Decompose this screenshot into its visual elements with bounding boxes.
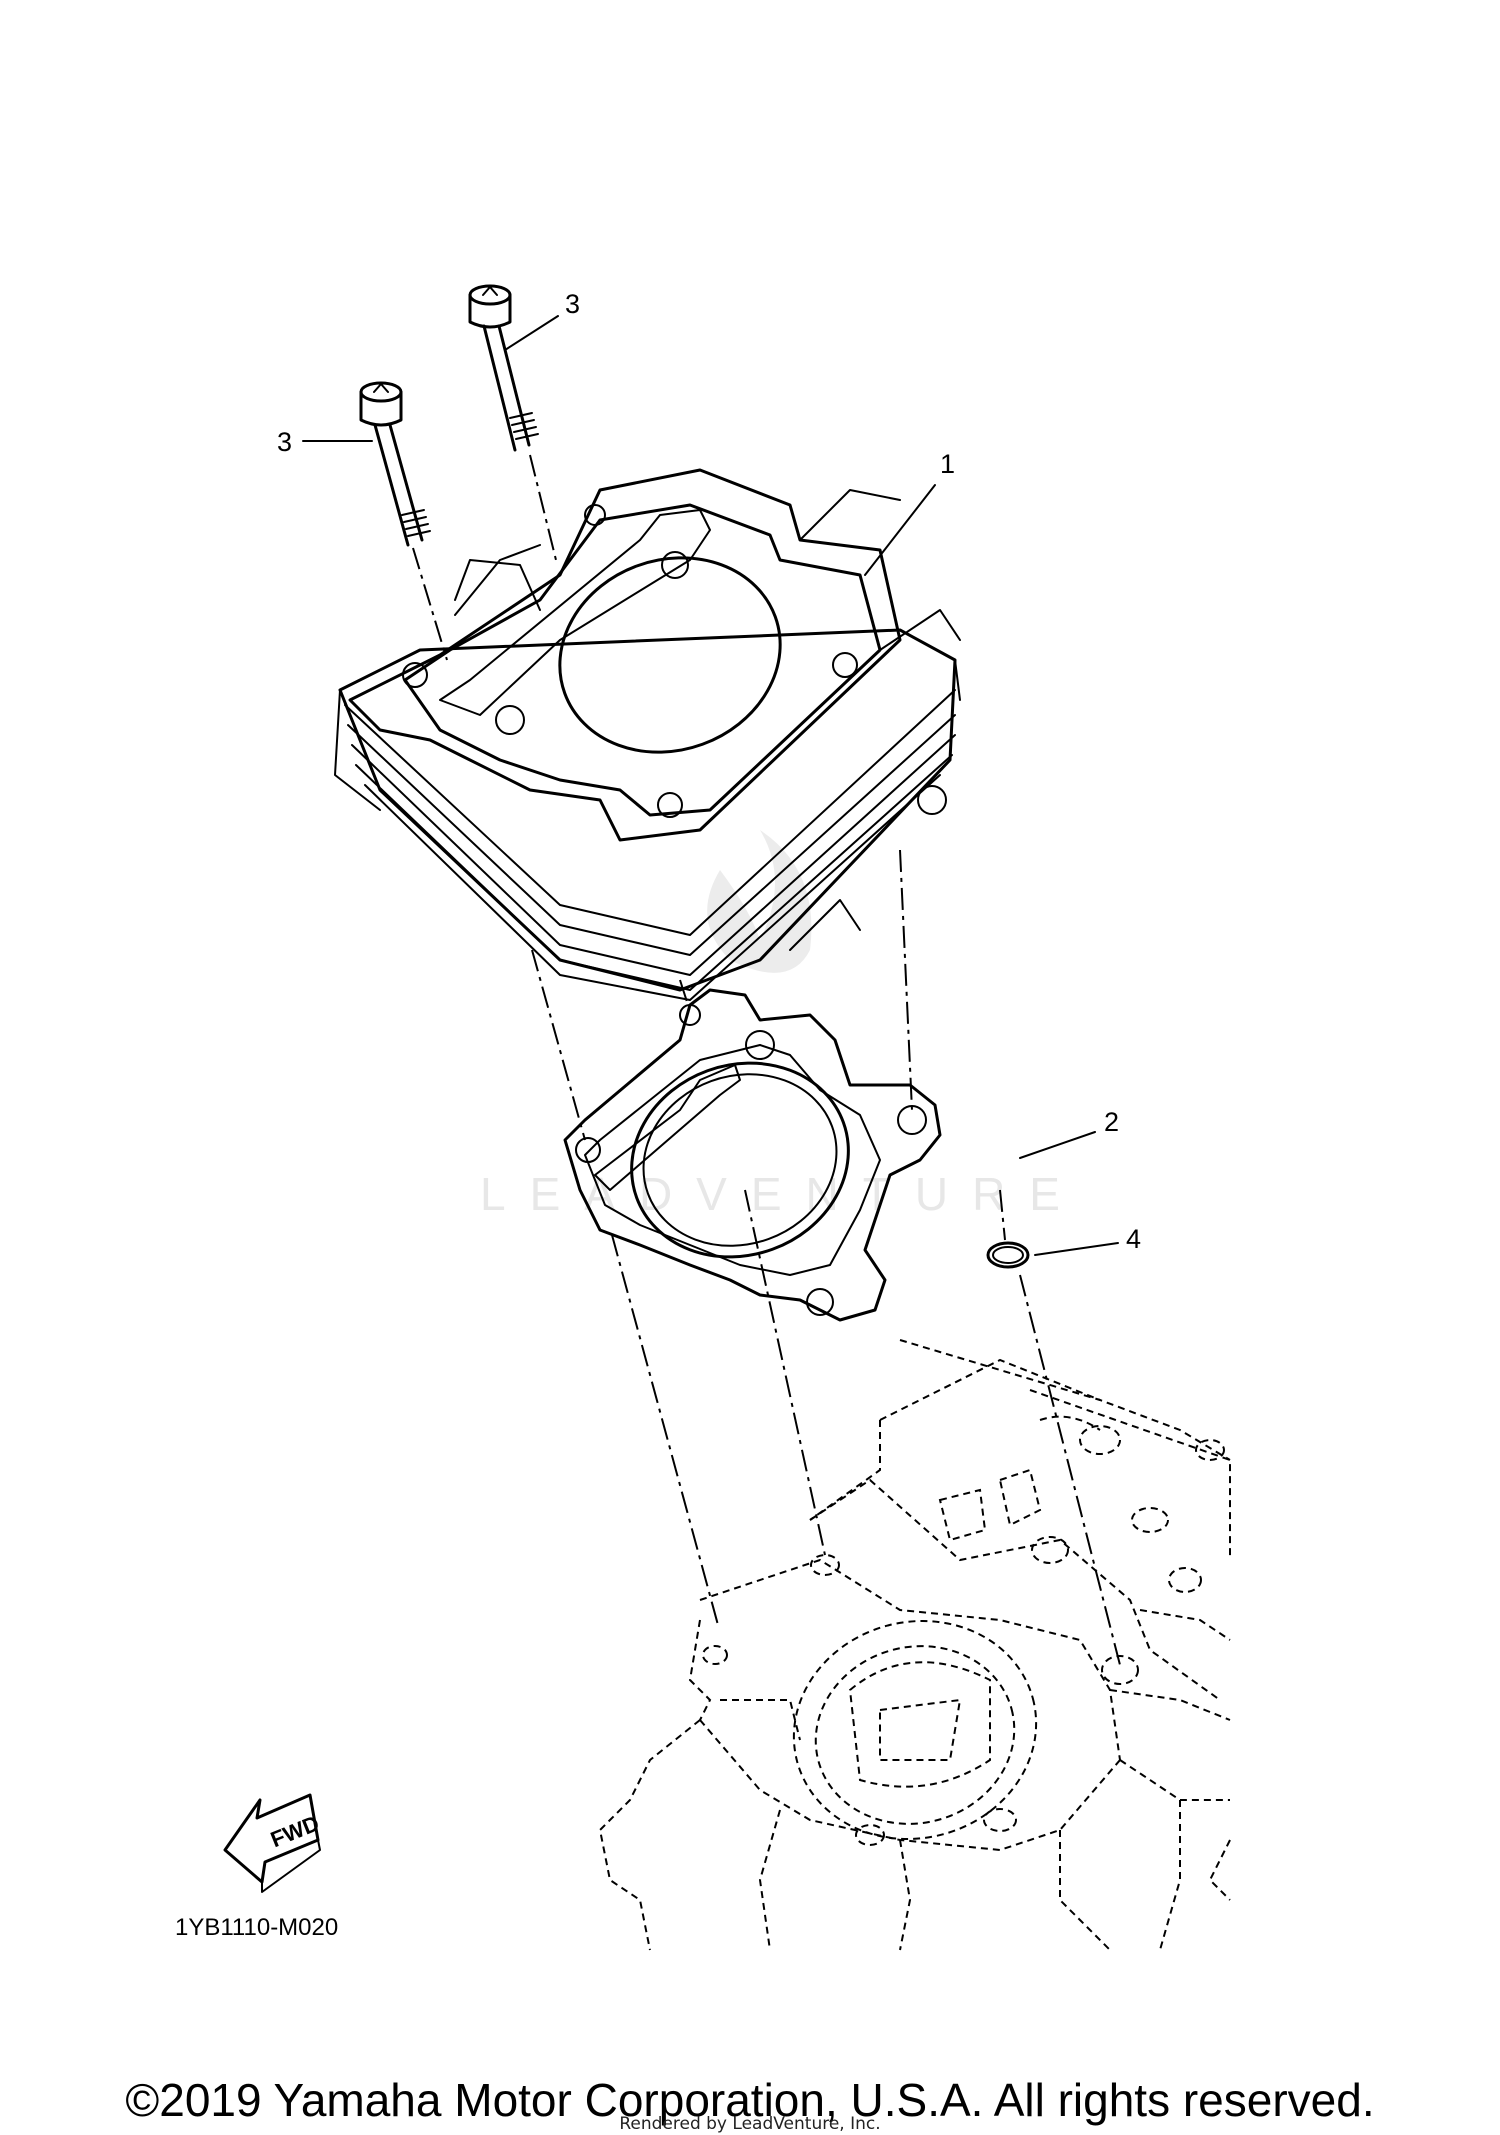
- cylinder-part[interactable]: [334, 468, 961, 1001]
- callouts: 3 3 1 2 4: [277, 289, 1141, 1256]
- fwd-label: FWD: [267, 1810, 323, 1852]
- callout-gasket: 2: [1104, 1107, 1119, 1137]
- rendered-by-note: Rendered by LeadVenture, Inc.: [619, 2114, 881, 2134]
- copyright-notice: ©2019 Yamaha Motor Corporation, U.S.A. A…: [125, 2074, 1375, 2126]
- bolt-part-right[interactable]: [468, 284, 539, 452]
- callout-bolt-left: 3: [277, 427, 292, 457]
- drawing-code: 1YB1110-M020: [175, 1914, 338, 1941]
- crankcase-reference: [598, 1339, 1231, 1951]
- fwd-arrow-icon: FWD: [223, 1793, 323, 1893]
- o-ring-part[interactable]: [986, 1241, 1030, 1269]
- callout-cylinder: 1: [940, 449, 955, 479]
- callout-o-ring: 4: [1126, 1224, 1141, 1254]
- callout-bolt-right: 3: [565, 289, 580, 319]
- watermark-text: LEADVENTURE: [480, 1168, 1084, 1220]
- bolt-part-left[interactable]: [359, 381, 431, 547]
- gasket-part[interactable]: [563, 988, 942, 1322]
- alignment-lines: [412, 454, 1121, 1666]
